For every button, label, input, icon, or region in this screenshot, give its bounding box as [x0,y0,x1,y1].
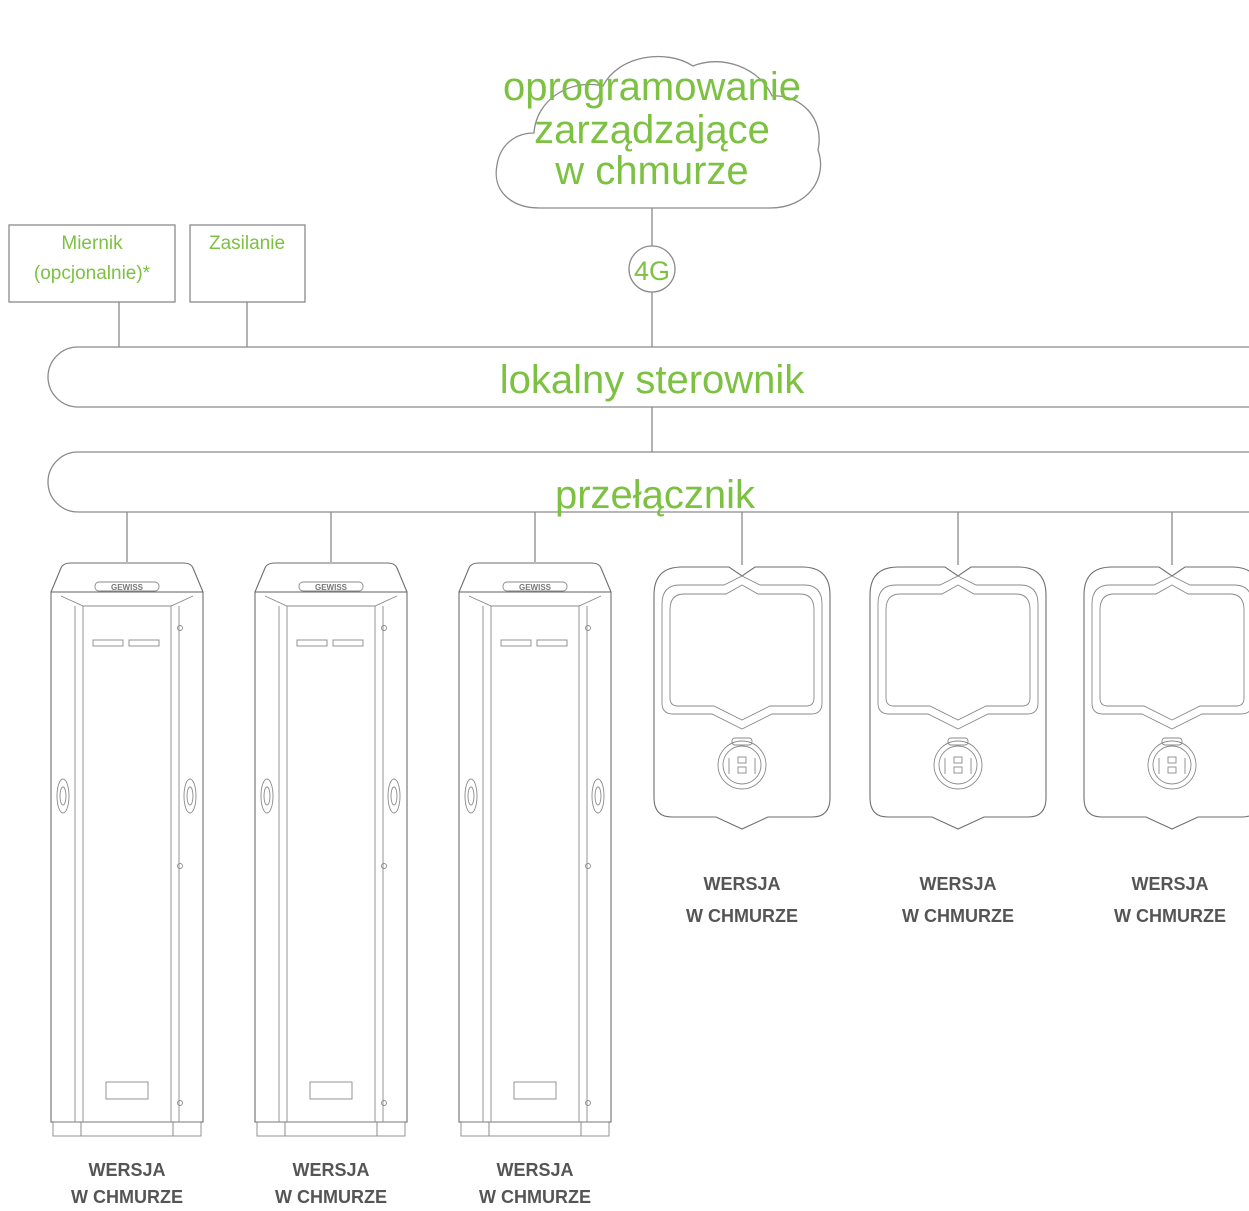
cloud-title-line-2: zarządzające [534,108,770,152]
column-1-label-line-2: W CHMURZE [71,1187,183,1207]
wallbox-1-label-line-2: W CHMURZE [686,906,798,926]
wallbox-1-label-line-1: WERSJA [703,874,780,894]
cloud-title-line-1: oprogramowanie [503,65,801,109]
column-2-brand-logo: GEWISS [315,583,348,592]
charging-column-2: GEWISS [254,562,408,1137]
column-1-label-line-1: WERSJA [88,1160,165,1180]
charging-column-3: GEWISS [458,562,612,1137]
4g-label: 4G [634,256,670,286]
power-label: Zasilanie [209,233,285,254]
wallbox-1 [653,566,831,830]
controller-bar [47,346,1249,408]
controller-label: lokalny sterownik [500,358,806,402]
column-2-label-line-1: WERSJA [292,1160,369,1180]
wallbox-3 [1083,566,1249,830]
column-1-brand-logo: GEWISS [111,583,144,592]
meter-box [8,224,176,303]
wallbox-2-label-line-1: WERSJA [919,874,996,894]
wallbox-2-label-line-2: W CHMURZE [902,906,1014,926]
switch-bar [47,451,1249,513]
meter-label-line-1: Miernik [61,233,123,254]
meter-label-line-2: (opcjonalnie)* [34,263,151,284]
switch-label: przełącznik [555,473,756,517]
cloud-shape [495,55,822,209]
charging-column-1: GEWISS [50,562,204,1137]
column-2-label-line-2: W CHMURZE [275,1187,387,1207]
wallbox-3-label-line-2: W CHMURZE [1114,906,1226,926]
column-3-brand-logo: GEWISS [519,583,552,592]
wallbox-3-label-line-1: WERSJA [1131,874,1208,894]
column-3-label-line-1: WERSJA [496,1160,573,1180]
cloud-title-line-3: w chmurze [554,149,748,193]
column-3-label-line-2: W CHMURZE [479,1187,591,1207]
wallbox-2 [869,566,1047,830]
